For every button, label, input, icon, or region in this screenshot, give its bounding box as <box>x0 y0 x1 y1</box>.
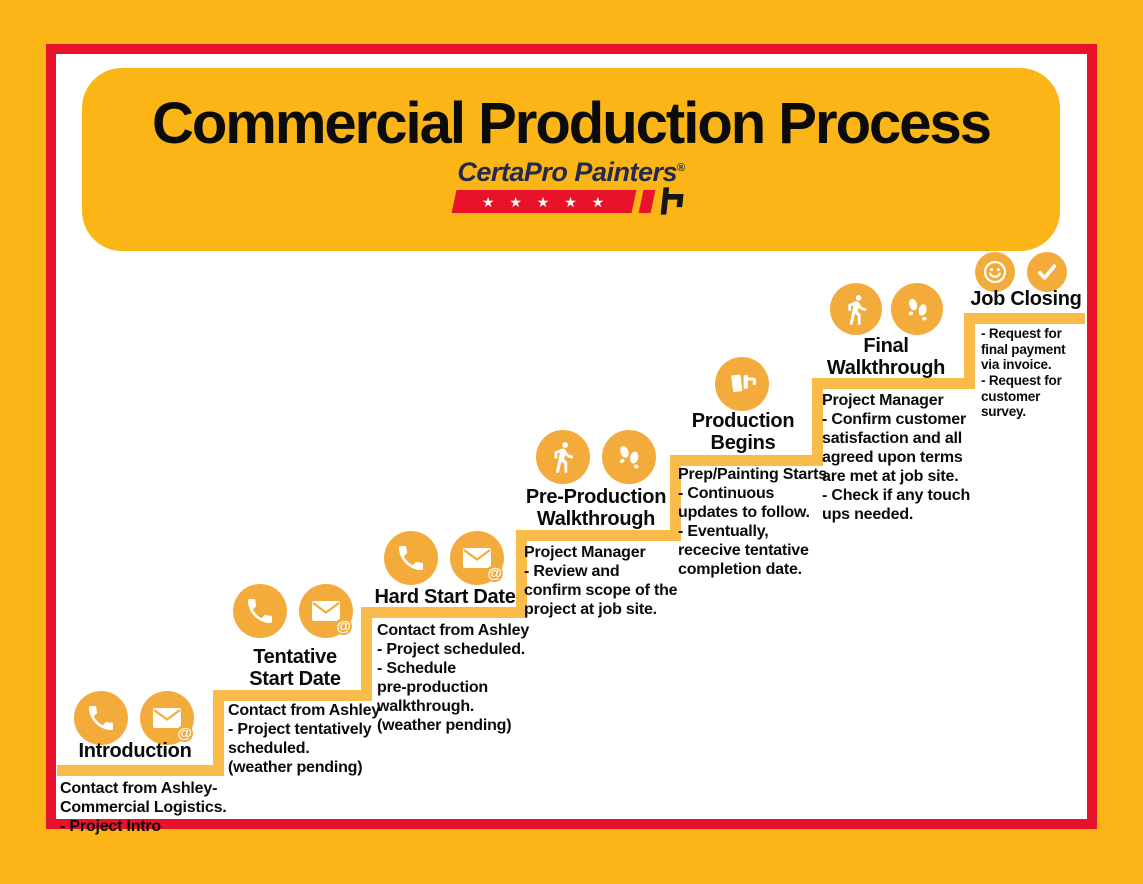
step-description: Project Manager - Confirm customer satis… <box>822 392 971 524</box>
at-sign: @ <box>486 565 503 582</box>
phone-icon <box>74 691 128 745</box>
red-tab <box>638 189 656 213</box>
step-bar-horizontal <box>670 455 816 466</box>
step-description: Contact from Ashley - Project scheduled.… <box>377 622 530 735</box>
step-title: Job Closing <box>970 288 1082 310</box>
stars: ★ ★ ★ ★ ★ <box>482 193 606 210</box>
header-banner: Commercial Production Process CertaPro P… <box>82 68 1060 251</box>
at-sign: @ <box>335 618 352 635</box>
paint-roller-logo-icon <box>660 187 684 215</box>
checkmark-icon <box>1027 252 1067 292</box>
step-title: Production Begins <box>691 410 795 454</box>
footprints-icon <box>891 283 943 335</box>
step-bar-vertical <box>516 530 527 618</box>
step-description: - Request for final payment via invoice.… <box>981 326 1066 420</box>
star-banner: ★ ★ ★ ★ ★ <box>451 187 688 215</box>
footprints-icon <box>602 430 656 484</box>
phone-icon <box>233 584 287 638</box>
brand-name: CertaPro Painters® <box>457 156 685 187</box>
registered-mark: ® <box>676 161 685 174</box>
walking-person-icon <box>830 283 882 335</box>
step-description: Prep/Painting Starts - Continuous update… <box>678 466 827 579</box>
step-description: Contact from Ashley - Project tentativel… <box>228 702 381 777</box>
brand-logo: CertaPro Painters® ★ ★ ★ ★ ★ <box>451 156 688 215</box>
step-bar-horizontal <box>964 313 1085 324</box>
step-bar-horizontal <box>516 530 673 541</box>
star-bar: ★ ★ ★ ★ ★ <box>451 189 637 213</box>
page-title: Commercial Production Process <box>151 91 992 156</box>
smiley-icon <box>975 252 1015 292</box>
email-icon: @ <box>299 584 353 638</box>
step-title: Tentative Start Date <box>249 646 341 690</box>
step-bar-vertical <box>670 455 681 541</box>
step-title: Pre-Production Walkthrough <box>525 486 667 530</box>
step-bar-vertical <box>964 313 975 389</box>
phone-icon <box>384 531 438 585</box>
step-bar-horizontal <box>213 690 365 701</box>
step-bar-horizontal <box>812 378 964 389</box>
step-title: Final Walkthrough <box>826 335 946 379</box>
walking-person-icon <box>536 430 590 484</box>
step-bar-horizontal <box>361 607 517 618</box>
step-bar-horizontal <box>57 765 219 776</box>
at-sign: @ <box>176 725 193 742</box>
step-bar-vertical <box>812 378 823 466</box>
paint-roller-icon <box>715 357 769 411</box>
step-description: Project Manager - Review and confirm sco… <box>524 544 678 619</box>
step-title: Introduction <box>78 740 192 762</box>
step-description: Contact from Ashley- Commercial Logistic… <box>60 780 227 836</box>
step-title: Hard Start Date <box>374 586 516 608</box>
step-bar-vertical <box>361 607 372 701</box>
email-icon: @ <box>450 531 504 585</box>
email-icon: @ <box>140 691 194 745</box>
step-bar-vertical <box>213 690 224 776</box>
